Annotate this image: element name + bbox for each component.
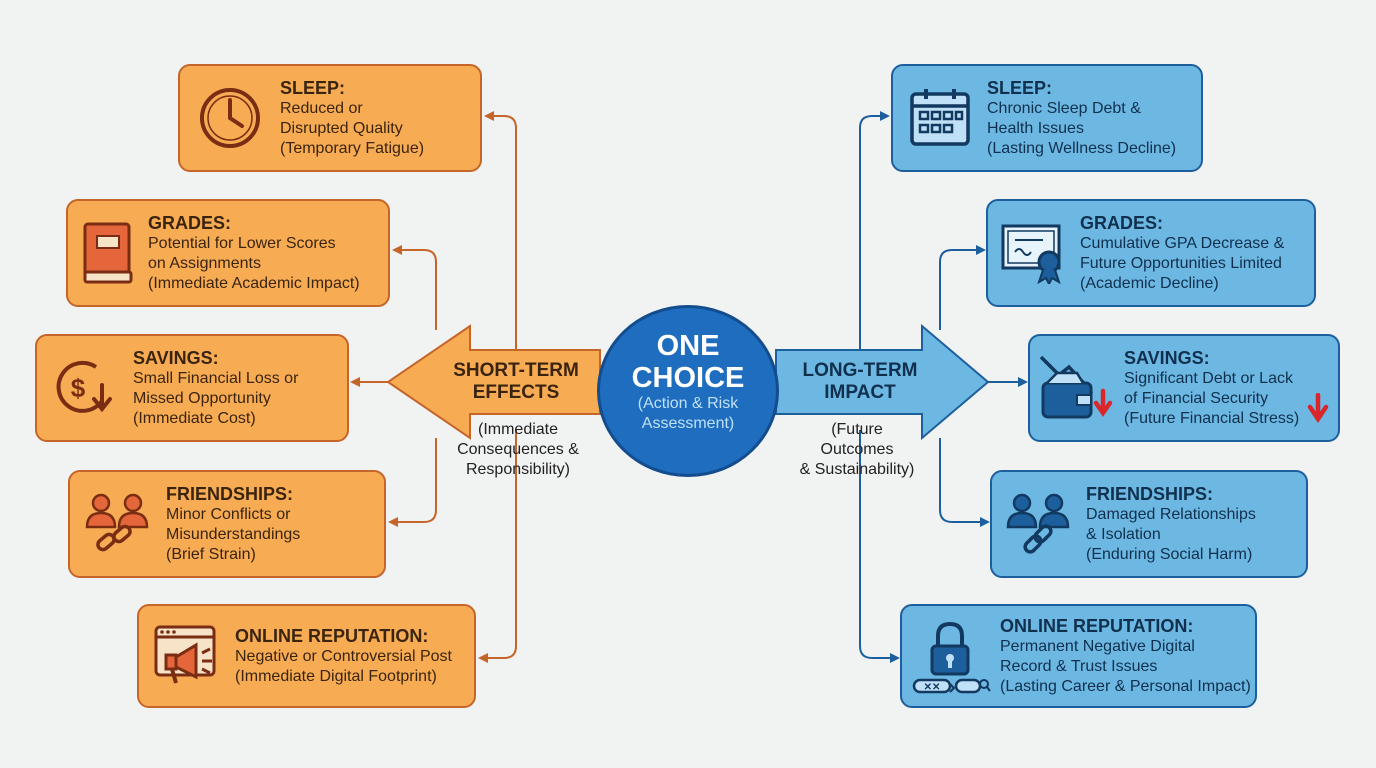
- lt-savings-line3: (Future Financial Stress): [1124, 410, 1300, 427]
- long-term-subtitle: (Future Outcomes & Sustainability): [780, 420, 934, 480]
- lt-savings-line1: Significant Debt or Lack: [1124, 370, 1293, 387]
- st-friendships-line1: Minor Conflicts or: [166, 506, 291, 523]
- lt-card-sleep: SLEEP: Chronic Sleep Debt & Health Issue…: [891, 64, 1203, 172]
- people-chain-icon: [1006, 493, 1070, 554]
- lt-friendships-line3: (Enduring Social Harm): [1086, 546, 1253, 563]
- st-sleep-line3: (Temporary Fatigue): [280, 140, 425, 157]
- red-down-arrow-icon: [1307, 393, 1329, 423]
- long-term-sub-line2: Outcomes: [820, 441, 894, 458]
- lt-friendships-line1: Damaged Relationships: [1086, 506, 1256, 523]
- long-term-sub-line3: & Sustainability): [799, 461, 915, 478]
- lt-sleep-line2: Health Issues: [987, 120, 1084, 137]
- lt-sleep-title: SLEEP:: [987, 78, 1053, 98]
- long-term-title-line1: LONG-TERM: [802, 360, 918, 381]
- st-savings-title: SAVINGS:: [133, 348, 219, 368]
- calendar-icon: [910, 89, 970, 146]
- st-sleep-line1: Reduced or: [280, 100, 363, 117]
- lt-connector-sleep: [859, 111, 890, 350]
- book-icon: [83, 222, 133, 284]
- lt-connector-reputation: [859, 430, 900, 663]
- st-card-grades: GRADES: Potential for Lower Scores on As…: [66, 199, 390, 307]
- st-friendships-title: FRIENDSHIPS:: [166, 484, 294, 504]
- st-card-friendships: FRIENDSHIPS: Minor Conflicts or Misunder…: [68, 470, 386, 578]
- st-grades-line2: on Assignments: [148, 255, 261, 272]
- st-card-savings: $ SAVINGS: Small Financial Loss or Misse…: [35, 334, 349, 442]
- st-card-online-reputation: ONLINE REPUTATION: Negative or Controver…: [137, 604, 476, 708]
- short-term-arrow: [386, 324, 601, 440]
- center-title-line2: CHOICE: [631, 362, 745, 394]
- st-connector-reputation: [478, 430, 517, 663]
- st-sleep-title: SLEEP:: [280, 78, 346, 98]
- lt-sleep-line1: Chronic Sleep Debt &: [987, 100, 1141, 117]
- st-savings-line2: Missed Opportunity: [133, 390, 271, 407]
- center-title-line1: ONE: [656, 330, 720, 362]
- lt-reputation-line3: (Lasting Career & Personal Impact): [1000, 678, 1251, 695]
- st-sleep-line2: Disrupted Quality: [280, 120, 403, 137]
- lt-card-online-reputation: ✕✕ ONLINE REPUTATION: Permanent Negative…: [900, 604, 1257, 708]
- lt-grades-line2: Future Opportunities Limited: [1080, 255, 1282, 272]
- lt-card-friendships: FRIENDSHIPS: Damaged Relationships & Iso…: [990, 470, 1308, 578]
- lt-connector-friendships: [939, 438, 990, 527]
- megaphone-browser-icon: [154, 625, 216, 684]
- st-connector-friendships: [388, 438, 437, 527]
- lt-reputation-line2: Record & Trust Issues: [1000, 658, 1158, 675]
- dollar-down-icon: $: [56, 360, 112, 413]
- lt-reputation-line1: Permanent Negative Digital: [1000, 638, 1195, 655]
- st-grades-line3: (Immediate Academic Impact): [148, 275, 360, 292]
- lt-friendships-line2: & Isolation: [1086, 526, 1161, 543]
- st-card-sleep: SLEEP: Reduced or Disrupted Quality (Tem…: [178, 64, 482, 172]
- lt-savings-line2: of Financial Security: [1124, 390, 1269, 407]
- wallet-decline-icon: [1039, 355, 1113, 419]
- short-term-arrow-label: SHORT-TERM EFFECTS: [436, 360, 596, 404]
- st-savings-line3: (Immediate Cost): [133, 410, 256, 427]
- short-term-title-line2: EFFECTS: [472, 382, 560, 403]
- long-term-arrow-label: LONG-TERM IMPACT: [780, 360, 940, 404]
- lt-friendships-title: FRIENDSHIPS:: [1086, 484, 1214, 504]
- lt-grades-line1: Cumulative GPA Decrease &: [1080, 235, 1285, 252]
- short-term-subtitle: (Immediate Consequences & Responsibility…: [430, 420, 606, 480]
- lt-grades-title: GRADES:: [1080, 213, 1164, 233]
- center-sub-line2: Assessment): [641, 415, 735, 432]
- padlock-icon: ✕✕: [912, 621, 991, 694]
- one-choice-circle: ONE CHOICE (Action & Risk Assessment): [597, 305, 779, 477]
- certificate-icon: [1001, 224, 1061, 284]
- lt-connector-grades: [939, 245, 986, 330]
- short-term-sub-line1: (Immediate: [477, 421, 559, 438]
- center-sub-line1: (Action & Risk: [637, 395, 739, 412]
- st-friendships-line2: Misunderstandings: [166, 526, 301, 543]
- st-grades-title: GRADES:: [148, 213, 232, 233]
- st-reputation-line2: (Immediate Digital Footprint): [235, 668, 437, 685]
- long-term-title-line2: IMPACT: [824, 382, 896, 403]
- long-term-arrow: [775, 323, 990, 441]
- lt-reputation-title: ONLINE REPUTATION:: [1000, 616, 1194, 636]
- short-term-sub-line3: Responsibility): [465, 461, 571, 478]
- svg-text:$: $: [71, 373, 86, 403]
- lt-card-grades: GRADES: Cumulative GPA Decrease & Future…: [986, 199, 1316, 307]
- short-term-title-line1: SHORT-TERM: [453, 360, 579, 381]
- lt-sleep-line3: (Lasting Wellness Decline): [987, 140, 1177, 157]
- st-reputation-title: ONLINE REPUTATION:: [235, 626, 429, 646]
- long-term-sub-line1: (Future: [831, 421, 883, 438]
- lt-card-savings: SAVINGS: Significant Debt or Lack of Fin…: [1028, 334, 1340, 442]
- clock-icon: [200, 88, 260, 148]
- short-term-sub-line2: Consequences &: [457, 441, 579, 458]
- st-connector-grades: [392, 245, 437, 330]
- lt-savings-title: SAVINGS:: [1124, 348, 1210, 368]
- st-connector-sleep: [484, 111, 517, 350]
- lt-grades-line3: (Academic Decline): [1080, 275, 1219, 292]
- st-reputation-line1: Negative or Controversial Post: [235, 648, 452, 665]
- broken-link-people-icon: [85, 493, 149, 552]
- st-grades-line1: Potential for Lower Scores: [148, 235, 336, 252]
- svg-text:✕✕: ✕✕: [924, 682, 941, 693]
- st-friendships-line3: (Brief Strain): [166, 546, 256, 563]
- st-savings-line1: Small Financial Loss or: [133, 370, 299, 387]
